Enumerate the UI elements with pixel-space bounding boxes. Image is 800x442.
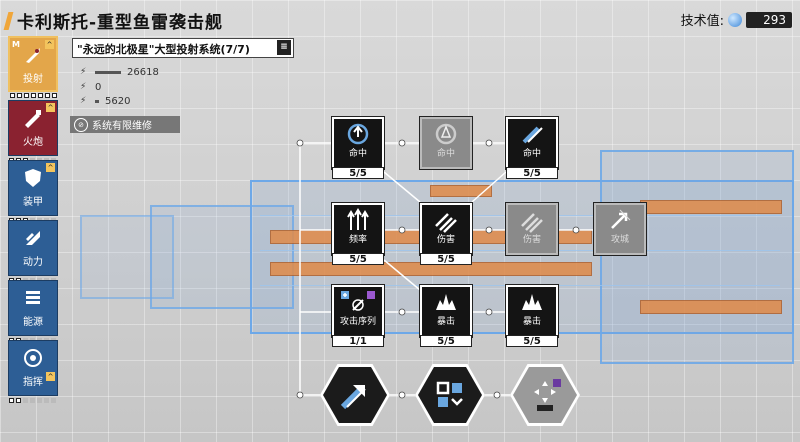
nav-energy[interactable]: 能源 (8, 280, 58, 343)
list-icon (22, 287, 44, 309)
skill-node-accuracy-1[interactable]: 命中 5/5 (332, 117, 384, 179)
skill-node-damage-1[interactable]: 伤害 5/5 (420, 203, 472, 265)
skill-node-frequency[interactable]: 频率 5/5 (332, 203, 384, 265)
cannon-icon (22, 107, 44, 129)
skill-node-attack-sequence[interactable]: 攻击序列 1/1 (332, 285, 384, 347)
nav-badge-m: M (12, 40, 20, 49)
skill-node-crit-1[interactable]: 暴击 5/5 (420, 285, 472, 347)
node-label: 命中 (436, 149, 455, 159)
node-label: 攻城 (610, 235, 629, 245)
stat-siege: ⚡ 5620 (80, 96, 130, 107)
shield-icon (22, 167, 44, 189)
skill-node-accuracy-3[interactable]: 命中 5/5 (506, 117, 558, 179)
node-label: 暴击 (436, 317, 455, 327)
skill-node-accuracy-2[interactable]: 命中 (420, 117, 472, 169)
nav-label: 装甲 (23, 197, 43, 208)
repair-status[interactable]: ⊘ 系统有限维修 (70, 116, 180, 133)
nav-label: 能源 (23, 317, 43, 328)
no-repair-icon: ⊘ (74, 117, 88, 132)
strategy-node-locked[interactable] (510, 364, 580, 426)
torpedo-icon (508, 119, 556, 149)
repair-label: 系统有限维修 (92, 121, 152, 132)
skill-node-damage-2[interactable]: 伤害 (506, 203, 558, 255)
torpedo-volley-icon (508, 205, 556, 235)
title-bar: 卡利斯托-重型鱼雷袭击舰 (3, 8, 224, 33)
node-count: 5/5 (332, 167, 384, 179)
stat-value: 0 (95, 82, 102, 93)
formation-icon (418, 367, 482, 423)
tech-orb-icon (728, 12, 742, 27)
node-label: 攻击序列 (339, 317, 376, 327)
level-pips (10, 93, 57, 98)
directional-grid-icon (513, 367, 577, 423)
explosion-icon (422, 287, 470, 317)
node-label: 伤害 (436, 235, 455, 245)
stat-bar (95, 100, 99, 103)
nav-projection[interactable]: M ^ 投射 (8, 36, 58, 98)
skill-node-crit-2[interactable]: 暴击 5/5 (506, 285, 558, 347)
crosshair-icon (422, 119, 470, 149)
node-label: 命中 (348, 149, 367, 159)
nav-label: 投射 (23, 74, 43, 85)
siege-icon: ⚡ (80, 96, 87, 106)
strike-arrow-icon (323, 367, 387, 423)
skill-node-siege[interactable]: 攻城 (594, 203, 646, 255)
tech-points: 技术值: 293 (681, 10, 792, 29)
node-count: 5/5 (420, 253, 472, 265)
tech-value: 293 (746, 11, 792, 28)
document-icon[interactable]: ≡ (277, 40, 291, 55)
stat-value: 26618 (127, 67, 159, 78)
node-label: 暴击 (522, 317, 541, 327)
radar-icon (22, 347, 44, 369)
tech-label: 技术值: (680, 14, 724, 29)
stat-damage: ⚡ 26618 (80, 67, 159, 78)
upgrade-icon: ^ (46, 163, 55, 172)
crosshair-icon (334, 119, 382, 149)
missile-icon (22, 44, 44, 66)
node-label: 伤害 (522, 235, 541, 245)
nav-label: 动力 (23, 257, 43, 268)
node-label: 命中 (522, 149, 541, 159)
triple-arrow-icon (334, 205, 382, 235)
nav-label: 指挥 (23, 377, 43, 388)
node-label: 频率 (348, 235, 367, 245)
upgrade-icon: ^ (46, 103, 55, 112)
nav-power[interactable]: 动力 (8, 220, 58, 283)
sequence-icon (334, 287, 382, 317)
node-count: 1/1 (332, 335, 384, 347)
node-count: 5/5 (506, 167, 558, 179)
level-pips (9, 398, 56, 403)
system-name: "永远的北极星"大型投射系统(7/7) ≡ (72, 38, 294, 58)
torpedo-volley-icon (422, 205, 470, 235)
page-title: 卡利斯托-重型鱼雷袭击舰 (17, 13, 224, 33)
system-name-text: "永远的北极星"大型投射系统(7/7) (77, 43, 250, 56)
explosion-icon (508, 287, 556, 317)
stat-value: 5620 (105, 96, 131, 107)
node-count: 5/5 (420, 335, 472, 347)
stat-armor-pen: ⚡ 0 (80, 82, 101, 93)
nav-armor[interactable]: ^ 装甲 (8, 160, 58, 223)
siege-arrow-icon (596, 205, 644, 235)
upgrade-icon: ^ (46, 372, 55, 381)
damage-icon: ⚡ (80, 67, 87, 77)
node-count: 5/5 (506, 335, 558, 347)
stat-bar (95, 71, 121, 74)
thruster-icon (22, 227, 44, 249)
upgrade-icon: ^ (45, 40, 54, 49)
penetration-icon: ⚡ (80, 82, 87, 92)
nav-command[interactable]: ^ 指挥 (8, 340, 58, 403)
nav-label: 火炮 (23, 137, 43, 148)
node-count: 5/5 (332, 253, 384, 265)
